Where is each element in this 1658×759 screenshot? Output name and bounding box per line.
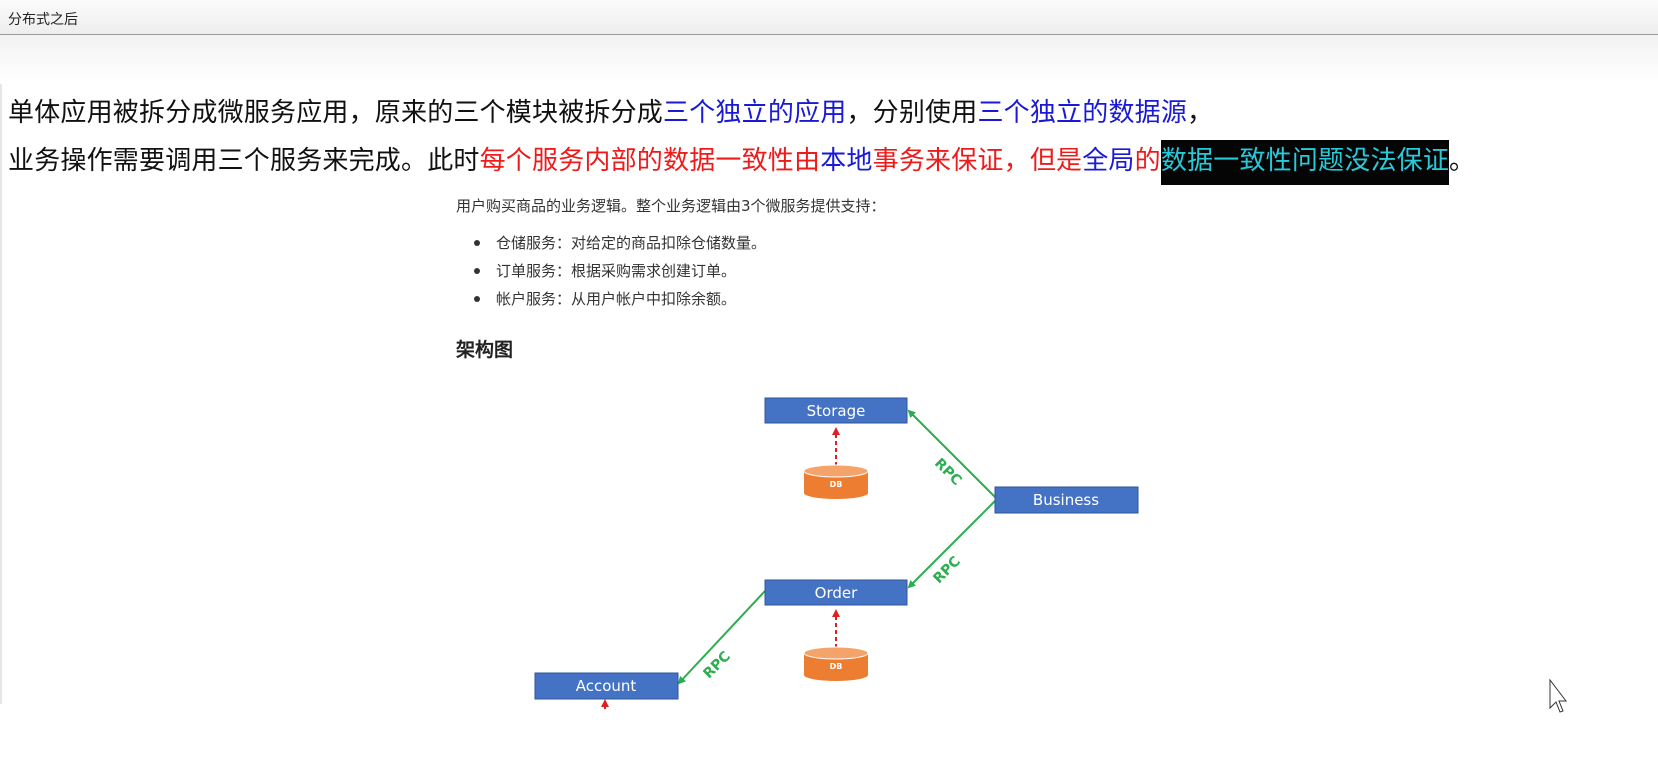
database-icon: DB: [803, 646, 869, 681]
text-segment: ，: [1187, 98, 1214, 128]
window-titlebar: 分布式之后: [0, 0, 1658, 35]
text-segment: 单体应用被拆分成微服务应用，原来的三个模块被拆分成: [8, 98, 664, 128]
account-label: Account: [576, 677, 637, 695]
rpc-line-business-order: [907, 500, 996, 589]
rpc-label: RPC: [930, 553, 963, 586]
business-node: Business: [994, 486, 1139, 514]
list-item: 订单服务：根据采购需求创建订单。: [456, 257, 766, 285]
embedded-screenshot: 用户购买商品的业务逻辑。整个业务逻辑由3个微服务提供支持： 仓储服务：对给定的商…: [430, 185, 1560, 709]
list-item: 仓储服务：对给定的商品扣除仓储数量。: [456, 229, 766, 257]
text-segment-red: 每个服务内部的数据一致性由: [479, 146, 821, 176]
db-label: DB: [830, 662, 843, 671]
order-label: Order: [815, 584, 858, 602]
database-icon: DB: [803, 464, 869, 499]
db-label: DB: [830, 480, 843, 489]
bullet-dot: [474, 240, 480, 246]
text-segment: 业务操作需要调用三个服务来完成。此时: [8, 146, 480, 176]
left-border: [0, 84, 2, 704]
text-segment-blue: 本地: [820, 146, 873, 176]
business-label: Business: [1033, 491, 1099, 509]
paragraph-line-2: 业务操作需要调用三个服务来完成。此时每个服务内部的数据一致性由本地事务来保证，但…: [8, 140, 1476, 188]
text-segment-blue: 三个独立的应用: [663, 98, 847, 128]
service-list: 仓储服务：对给定的商品扣除仓储数量。 订单服务：根据采购需求创建订单。 帐户服务…: [456, 229, 766, 313]
bullet-dot: [474, 296, 480, 302]
text-segment: 。: [1449, 146, 1476, 176]
text-segment-blue: 三个独立的数据源: [977, 98, 1188, 128]
text-segment-red: 事务来保证，但是: [872, 146, 1083, 176]
list-item-text: 仓储服务：对给定的商品扣除仓储数量。: [496, 234, 767, 252]
list-item-text: 订单服务：根据采购需求创建订单。: [496, 262, 737, 280]
architecture-title: 架构图: [456, 339, 514, 361]
architecture-diagram: RPC RPC RPC Storage Business Order Accou…: [534, 397, 1139, 709]
mouse-cursor-icon: [1549, 678, 1568, 713]
rpc-line-business-storage: [907, 409, 996, 498]
selected-text-highlight[interactable]: 数据一致性问题没法保证: [1160, 140, 1450, 188]
order-node: Order: [764, 579, 908, 606]
window-title: 分布式之后: [8, 12, 78, 28]
rpc-line-order-account: [677, 590, 766, 685]
text-segment-red: 的: [1134, 146, 1161, 176]
account-node: Account: [534, 672, 679, 700]
list-item-text: 帐户服务：从用户帐户中扣除余额。: [496, 290, 737, 308]
list-item: 帐户服务：从用户帐户中扣除余额。: [456, 285, 766, 313]
toolbar-area: [0, 35, 1658, 83]
bullet-dot: [474, 268, 480, 274]
storage-node: Storage: [764, 397, 908, 424]
text-segment-blue: 全局: [1082, 146, 1135, 176]
intro-text: 用户购买商品的业务逻辑。整个业务逻辑由3个微服务提供支持：: [456, 197, 886, 215]
storage-label: Storage: [807, 402, 866, 420]
paragraph-line-1: 单体应用被拆分成微服务应用，原来的三个模块被拆分成三个独立的应用，分别使用三个独…: [8, 96, 1213, 130]
text-segment: ，分别使用: [846, 98, 978, 128]
